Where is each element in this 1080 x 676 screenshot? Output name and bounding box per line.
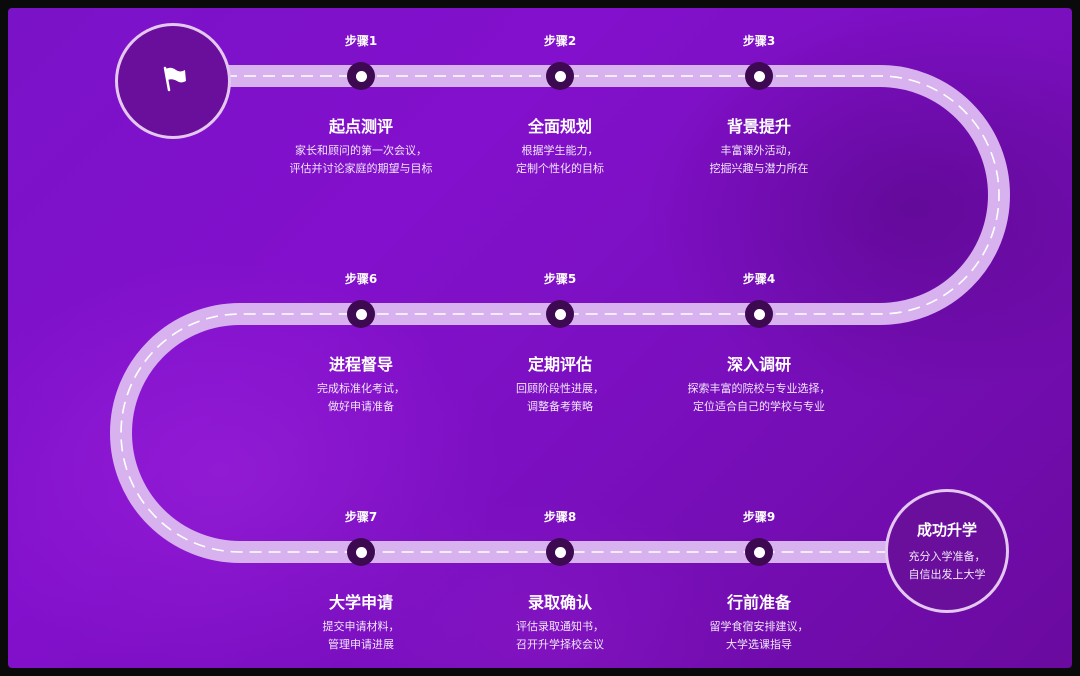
step-5-label: 步骤5	[543, 272, 577, 286]
step-1-title: 起点测评	[328, 117, 393, 136]
step-8-node	[546, 538, 574, 566]
roadmap-panel: 步骤1 起点测评 家长和顾问的第一次会议，评估并讨论家庭的期望与目标 步骤2 全…	[8, 8, 1072, 668]
step-9-desc: 留学食宿安排建议，大学选课指导	[709, 620, 809, 651]
step-1-desc: 家长和顾问的第一次会议，评估并讨论家庭的期望与目标	[289, 144, 433, 175]
step-1-node	[347, 62, 375, 90]
step-1-label: 步骤1	[344, 34, 378, 48]
step-2-label: 步骤2	[543, 34, 577, 48]
step-9-title: 行前准备	[726, 593, 791, 612]
step-4-title: 深入调研	[726, 355, 791, 374]
step-3-desc: 丰富课外活动，挖掘兴趣与潜力所在	[709, 144, 809, 175]
step-9-node	[745, 538, 773, 566]
finish-desc: 充分入学准备，自信出发上大学	[908, 549, 986, 581]
step-2-node	[546, 62, 574, 90]
step-7-desc: 提交申请材料，管理申请进展	[322, 620, 400, 651]
step-6-title: 进程督导	[328, 355, 393, 374]
step-2-title: 全面规划	[527, 117, 592, 136]
step-7-title: 大学申请	[328, 593, 393, 612]
step-8-label: 步骤8	[543, 510, 577, 524]
step-7-label: 步骤7	[344, 510, 378, 524]
step-4-node	[745, 300, 773, 328]
road-dashes	[120, 75, 1000, 553]
finish-circle: 成功升学 充分入学准备，自信出发上大学	[885, 489, 1009, 613]
step-5-node	[546, 300, 574, 328]
step-9-label: 步骤9	[742, 510, 776, 524]
step-3-node	[745, 62, 773, 90]
step-6-desc: 完成标准化考试，做好申请准备	[317, 382, 405, 413]
step-3-label: 步骤3	[742, 34, 776, 48]
step-4-desc: 探索丰富的院校与专业选择，定位适合自己的学校与专业	[687, 382, 831, 413]
step-5-title: 定期评估	[527, 355, 592, 374]
step-8-title: 录取确认	[527, 593, 592, 612]
step-5-desc: 回顾阶段性进展，调整备考策略	[516, 382, 604, 413]
start-circle	[115, 23, 231, 139]
step-8-desc: 评估录取通知书，召开升学择校会议	[516, 620, 604, 651]
step-6-label: 步骤6	[344, 272, 378, 286]
finish-title: 成功升学	[916, 520, 977, 539]
step-4-label: 步骤4	[742, 272, 776, 286]
step-2-desc: 根据学生能力，定制个性化的目标	[516, 144, 604, 175]
flag-icon	[156, 62, 190, 100]
step-7-node	[347, 538, 375, 566]
step-3-title: 背景提升	[726, 117, 791, 136]
step-6-node	[347, 300, 375, 328]
